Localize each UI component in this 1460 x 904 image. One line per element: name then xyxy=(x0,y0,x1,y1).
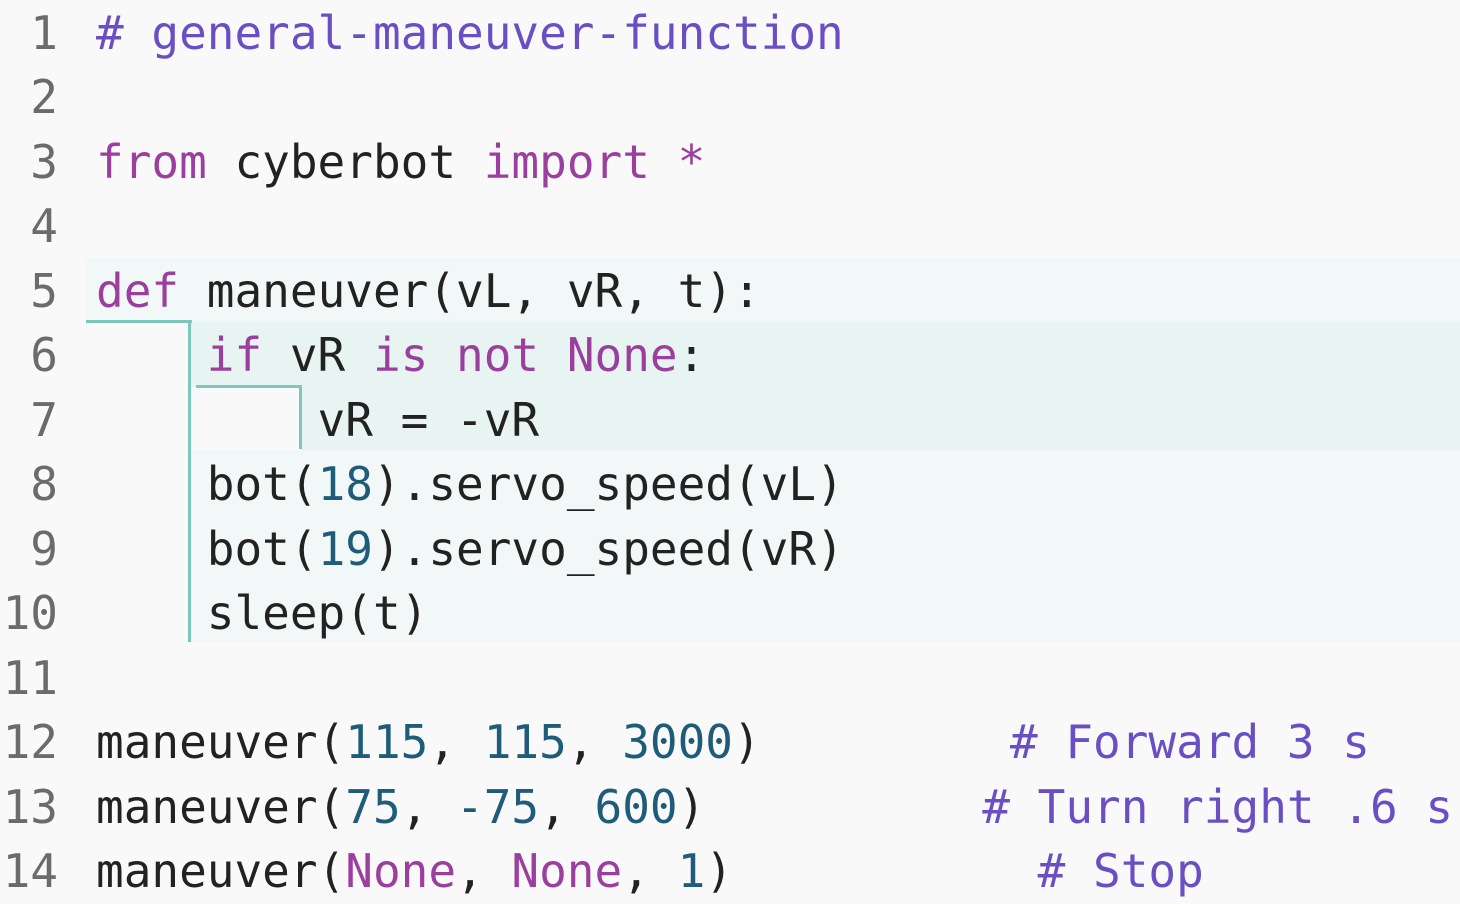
code-line[interactable]: 1 # general-maneuver-function xyxy=(0,1,1460,66)
if-scope-guide-vertical xyxy=(299,385,302,449)
code-token-plain: , xyxy=(539,779,595,834)
line-number: 9 xyxy=(30,521,58,576)
code-line[interactable]: 9 bot(19).servo_speed(vR) xyxy=(0,517,1460,582)
def-scope-guide-vertical xyxy=(188,320,191,642)
code-token-kw: if xyxy=(206,328,263,382)
line-number: 10 xyxy=(2,586,58,640)
line-code[interactable]: maneuver(115, 115, 3000) # Forward 3 s xyxy=(96,710,1370,775)
code-token-plain: maneuver( xyxy=(96,779,346,834)
code-token-plain: , xyxy=(456,844,512,898)
line-code[interactable]: sleep(t) xyxy=(96,581,429,646)
code-token-kw: * xyxy=(649,134,706,189)
code-token-plain: cyberbot xyxy=(206,134,484,189)
code-line[interactable]: 10 sleep(t) xyxy=(0,581,1460,646)
line-code[interactable]: bot(18).servo_speed(vL) xyxy=(96,452,844,517)
line-code[interactable]: from cyberbot import * xyxy=(96,130,705,195)
def-body-highlight xyxy=(190,450,1460,642)
line-number: 12 xyxy=(2,715,58,769)
code-token-kw: None xyxy=(511,844,623,898)
line-number: 4 xyxy=(30,199,58,253)
code-token-plain: , xyxy=(622,844,678,898)
code-line[interactable]: 2 xyxy=(0,65,1460,130)
code-token-plain xyxy=(539,328,567,382)
code-token-kw: None xyxy=(345,844,457,898)
def-scope-guide-horizontal xyxy=(86,320,192,323)
code-token-plain: ).servo_speed(vL) xyxy=(372,457,844,511)
line-code[interactable]: # general-maneuver-function xyxy=(96,1,844,66)
code-token-plain: ) xyxy=(677,779,983,834)
code-token-num: 19 xyxy=(317,521,373,576)
code-token-kw: not xyxy=(456,328,540,382)
line-number: 2 xyxy=(30,70,58,124)
if-scope-guide-horizontal xyxy=(196,385,302,388)
line-code[interactable]: bot(19).servo_speed(vR) xyxy=(96,517,844,582)
line-number: 6 xyxy=(30,328,58,382)
code-token-plain: , xyxy=(428,715,484,769)
code-token-plain: maneuver( xyxy=(96,715,346,769)
line-number: 11 xyxy=(2,650,58,705)
code-token-kw: def xyxy=(96,263,180,318)
code-token-plain: ).servo_speed(vR) xyxy=(372,521,844,576)
code-token-kw: is xyxy=(372,328,429,382)
line-number: 1 xyxy=(30,5,58,60)
code-token-plain: sleep(t) xyxy=(96,586,429,640)
code-token-kw: import xyxy=(483,134,650,189)
code-token-plain: bot( xyxy=(96,457,318,511)
code-token-plain: ) xyxy=(705,844,1038,898)
line-number: 14 xyxy=(2,844,58,898)
line-number: 7 xyxy=(30,392,58,447)
line-code[interactable]: maneuver(75, -75, 600) # Turn right .6 s xyxy=(96,775,1453,840)
code-token-num: 600 xyxy=(594,779,678,834)
code-token-plain: bot( xyxy=(96,521,318,576)
code-line[interactable]: 13 maneuver(75, -75, 600) # Turn right .6… xyxy=(0,775,1460,840)
code-token-plain xyxy=(96,328,207,382)
line-number: 3 xyxy=(30,134,58,189)
code-token-comment: # general-maneuver-function xyxy=(96,5,844,60)
line-number: 5 xyxy=(30,263,58,318)
code-line[interactable]: 8 bot(18).servo_speed(vL) xyxy=(0,452,1460,517)
if-block-highlight xyxy=(190,322,1460,387)
code-token-plain: vR xyxy=(262,328,373,382)
code-line[interactable]: 3 from cyberbot import * xyxy=(0,130,1460,195)
code-token-num: 115 xyxy=(483,715,567,769)
code-token-plain: vR = -vR xyxy=(96,392,540,447)
line-code[interactable]: if vR is not None: xyxy=(96,323,706,388)
code-token-plain: , xyxy=(566,715,623,769)
line-number: 13 xyxy=(2,779,58,834)
code-token-plain xyxy=(428,328,456,382)
code-token-kw: None xyxy=(566,328,678,382)
code-token-plain: : xyxy=(677,328,706,382)
if-body-highlight xyxy=(300,386,1460,451)
code-token-num: -75 xyxy=(456,779,540,834)
line-code[interactable]: maneuver(None, None, 1) # Stop xyxy=(96,839,1204,904)
code-token-num: 3000 xyxy=(622,715,733,769)
code-token-comment: # Stop xyxy=(1037,844,1204,898)
line-code[interactable]: vR = -vR xyxy=(96,388,540,453)
code-line[interactable]: 5 def maneuver(vL, vR, t): xyxy=(0,259,1460,324)
code-token-num: 75 xyxy=(345,779,401,834)
def-block-highlight xyxy=(86,258,1460,323)
line-code[interactable]: def maneuver(vL, vR, t): xyxy=(96,259,761,324)
code-line[interactable]: 7 vR = -vR xyxy=(0,388,1460,453)
code-token-num: 115 xyxy=(345,715,429,769)
code-token-plain: ) xyxy=(733,715,1010,769)
code-token-plain: maneuver( xyxy=(96,844,346,898)
code-token-comment: # Forward 3 s xyxy=(1009,715,1370,769)
code-token-plain: maneuver(vL, vR, t): xyxy=(179,263,761,318)
line-number: 8 xyxy=(30,457,58,511)
code-line[interactable]: 6 if vR is not None: xyxy=(0,323,1460,388)
code-token-plain: , xyxy=(400,779,457,834)
code-line[interactable]: 4 xyxy=(0,194,1460,259)
code-token-comment: # Turn right .6 s xyxy=(982,779,1454,834)
code-token-kw: from xyxy=(96,134,207,189)
code-token-num: 1 xyxy=(677,844,706,898)
code-line[interactable]: 11 xyxy=(0,646,1460,711)
code-token-num: 18 xyxy=(317,457,373,511)
